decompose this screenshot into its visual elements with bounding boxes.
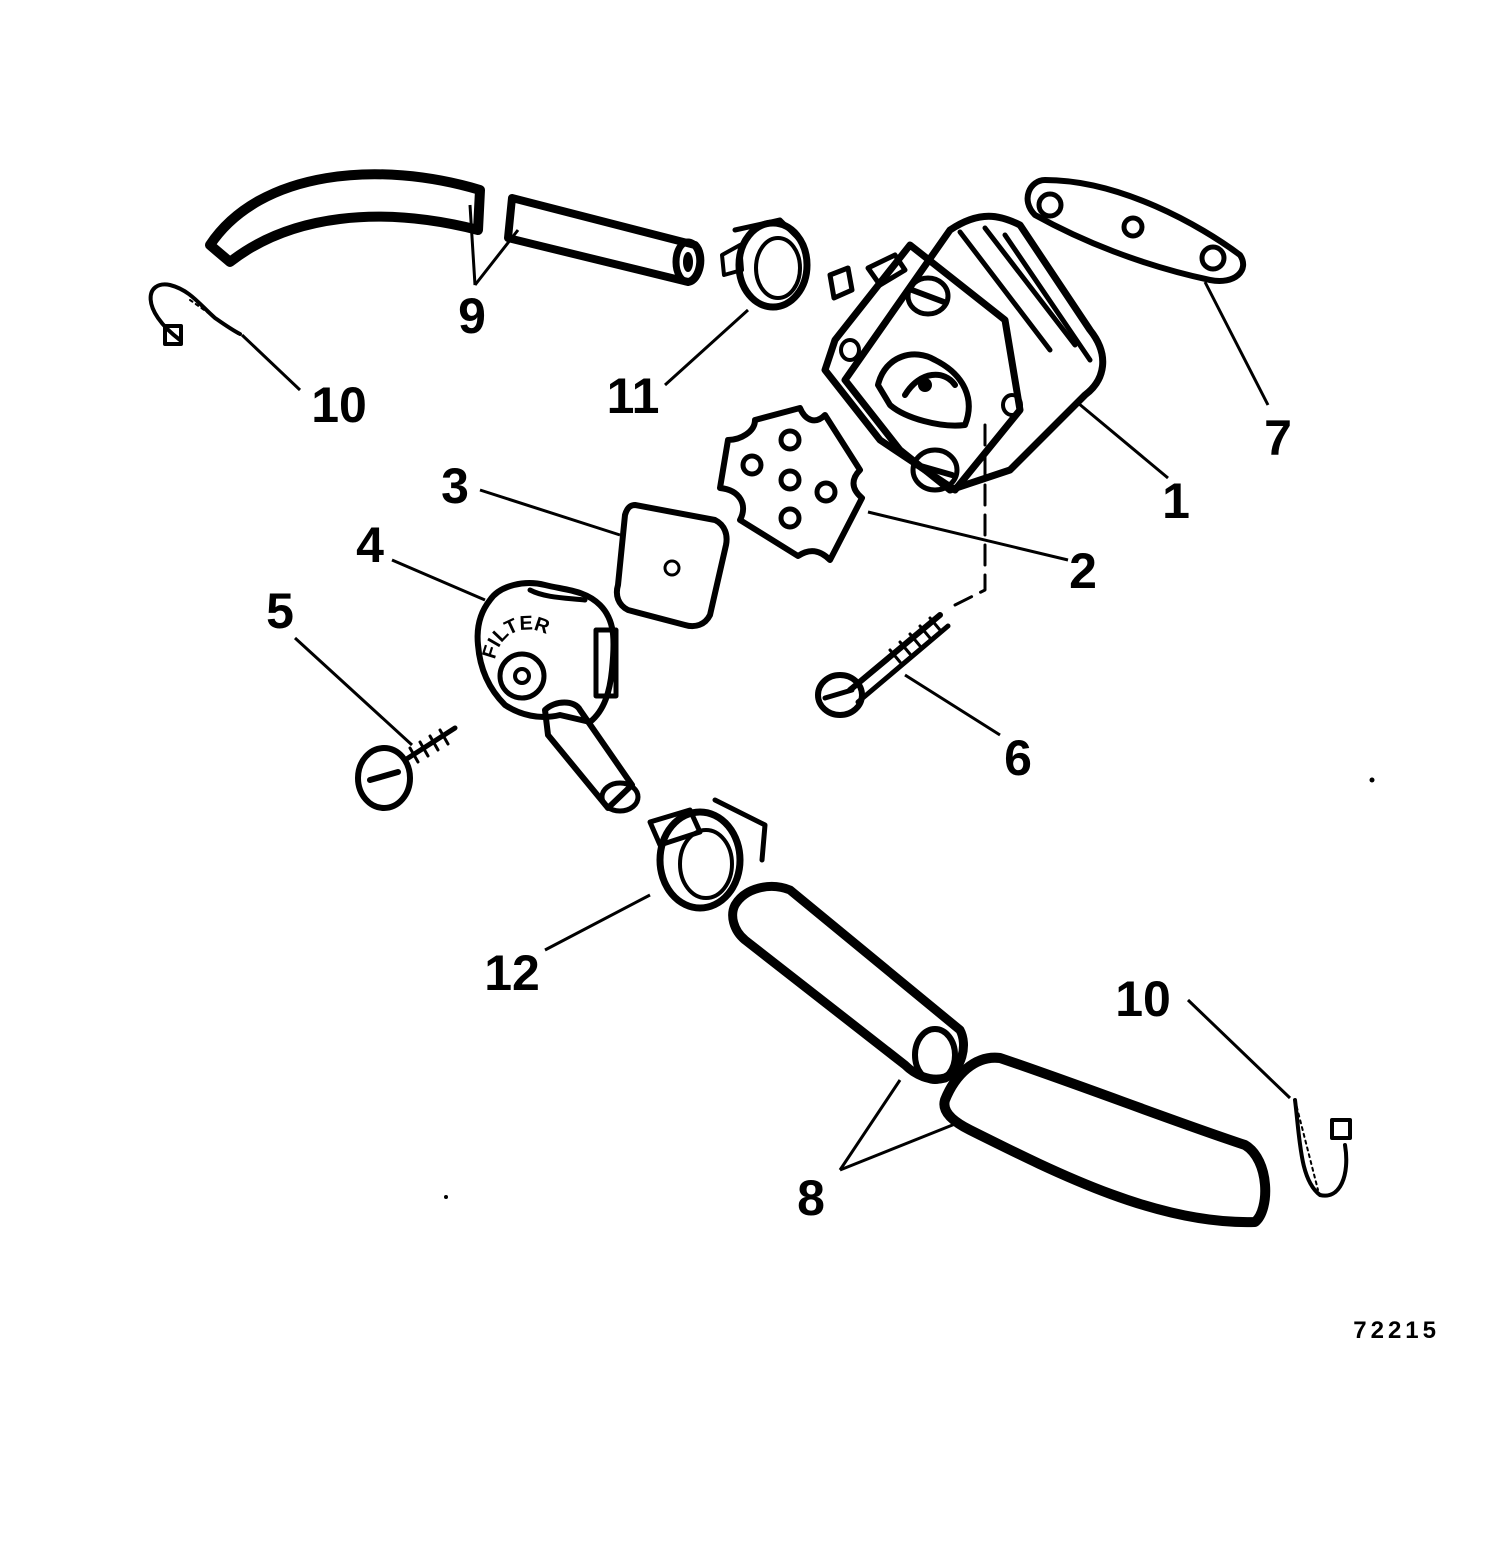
callout-6: 6 <box>1004 730 1032 786</box>
callout-9: 9 <box>458 288 486 344</box>
leader-11 <box>663 308 750 387</box>
callout-4: 4 <box>356 517 384 573</box>
leader-12 <box>544 893 651 952</box>
callout-7: 7 <box>1264 410 1292 466</box>
callout-10-lower: 10 <box>1115 971 1171 1027</box>
part-2-valve-plate <box>717 405 865 563</box>
leader-2 <box>867 510 1069 562</box>
speck <box>1369 777 1375 783</box>
leader-1 <box>1077 401 1169 480</box>
part-9-hose-long <box>205 169 485 267</box>
leader-5 <box>293 636 414 747</box>
part-5-screw <box>355 725 458 811</box>
callout-12: 12 <box>484 945 540 1001</box>
part-11-hose-clamp-upper <box>720 217 811 311</box>
leader-8 <box>838 1079 961 1172</box>
callout-10-upper: 10 <box>311 377 367 433</box>
part-4-filter-cover: FILTER <box>474 580 641 814</box>
callout-numbers: 1 2 3 4 5 6 7 8 9 10 11 12 10 <box>266 288 1292 1226</box>
leader-10-lower <box>1186 998 1292 1100</box>
leader-3 <box>479 488 621 537</box>
part-9-hose-short <box>504 194 705 286</box>
part-10-clamp-strap-upper <box>148 282 242 346</box>
leader-9 <box>468 204 520 286</box>
part-10-clamp-strap-lower <box>1293 1098 1352 1198</box>
part-7-gasket <box>1024 177 1247 284</box>
callout-3: 3 <box>441 458 469 514</box>
leader-4 <box>391 558 486 602</box>
callout-2: 2 <box>1069 543 1097 599</box>
part-12-hose-clamp-lower <box>647 797 768 912</box>
leader-10-upper <box>240 333 302 392</box>
leader-lines <box>240 204 1292 1172</box>
figure-number: 72215 <box>1353 1317 1440 1344</box>
part-3-filter-screen <box>613 502 730 630</box>
part-8-hose-short <box>728 882 968 1084</box>
leader-7 <box>1203 281 1270 406</box>
callout-5: 5 <box>266 583 294 639</box>
part-8-hose-long <box>939 1052 1271 1228</box>
part-1-fuel-pump-body <box>821 212 1107 494</box>
speck <box>444 1195 448 1199</box>
callout-1: 1 <box>1162 473 1190 529</box>
callout-11: 11 <box>607 368 660 424</box>
part-6-long-screw <box>815 423 987 718</box>
callout-8: 8 <box>797 1170 825 1226</box>
leader-6 <box>904 673 1001 737</box>
